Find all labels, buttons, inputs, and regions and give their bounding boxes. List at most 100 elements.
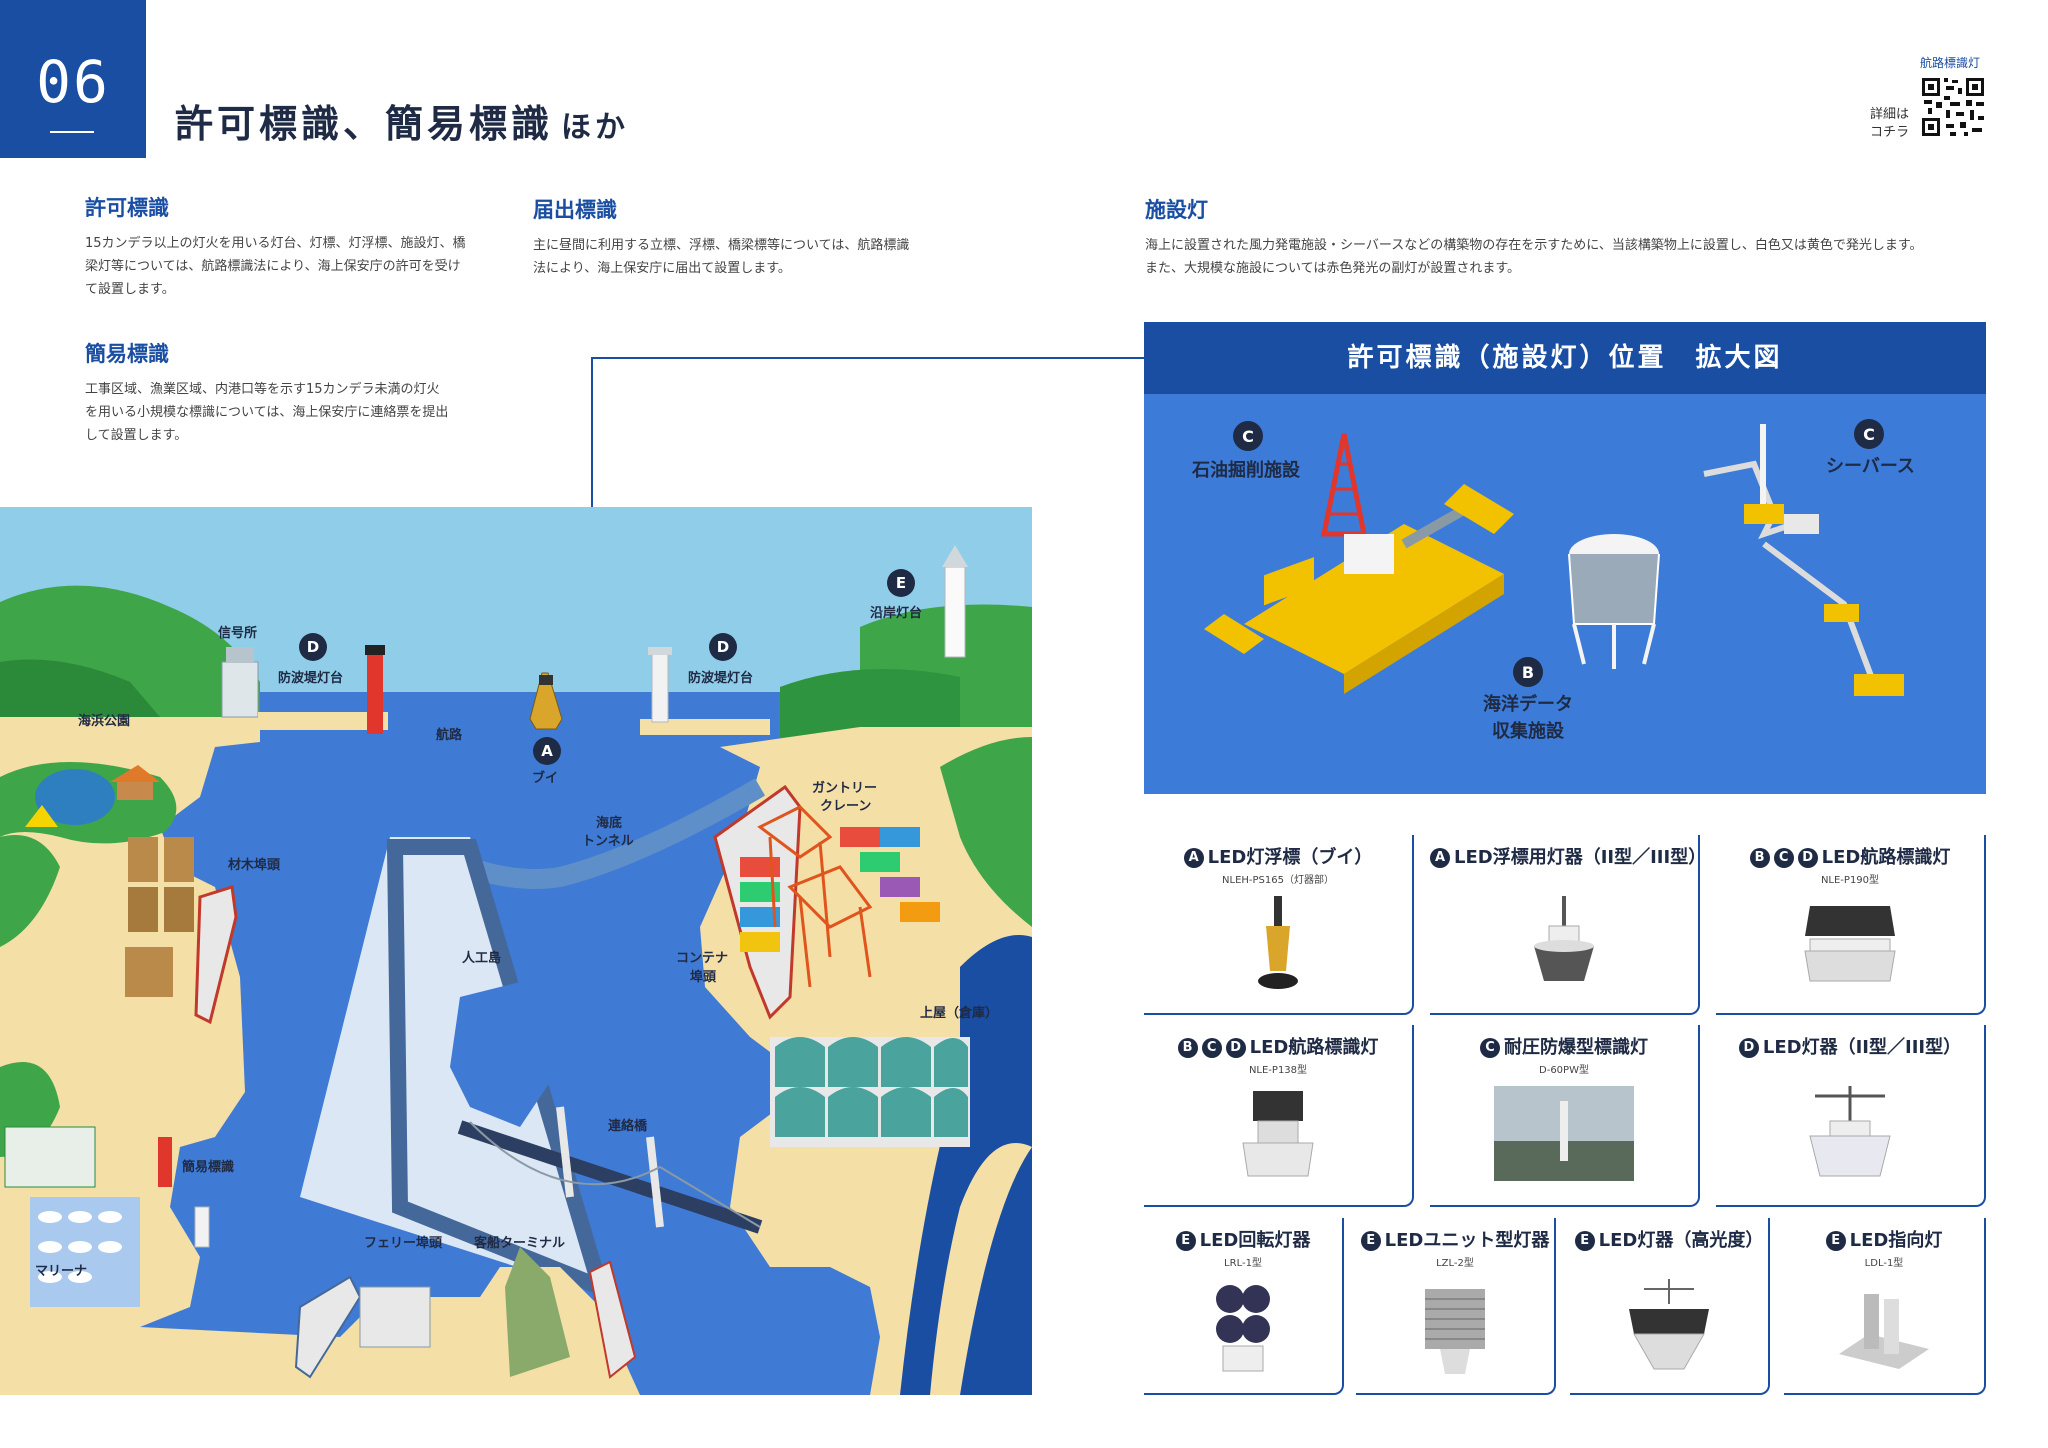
detail-illustration: C 石油掘削施設 C シーバース B 海洋データ 収集施設 (1191, 419, 1915, 742)
section-kyoka-line: 梁灯等については、航路標識法により、海上保安庁の許可を受け (85, 259, 461, 274)
svg-text:C: C (1863, 425, 1875, 444)
label-gantry-1: ガントリー (812, 781, 877, 796)
label-kyakusen: 客船ターミナル (474, 1235, 565, 1251)
section-shisetsu: 施設灯 海上に設置された風力発電施設・シーバースなどの構築物の存在を示すために、… (1145, 194, 2005, 280)
product-name: LED航路標識灯 (1821, 847, 1951, 868)
label-container-1: コンテナ (676, 951, 728, 966)
label-renraku: 連絡橋 (608, 1118, 648, 1134)
section-shisetsu-line: 海上に設置された風力発電施設・シーバースなどの構築物の存在を示すために、当該構築… (1145, 238, 1923, 253)
product-badge: C (1480, 1038, 1500, 1058)
svg-text:B: B (1522, 663, 1534, 682)
qr-caption: 詳細は コチラ (1870, 106, 1909, 142)
label-kani-hyoshiki: 簡易標識 (181, 1159, 234, 1175)
simple-sign-light (158, 1137, 172, 1187)
section-kani: 簡易標識 工事区域、漁業区域、内港口等を示す15カンデラ未満の灯火 を用いる小規… (85, 338, 485, 447)
buoy-marker (529, 672, 563, 730)
qr-code-icon[interactable] (1920, 76, 1986, 138)
page-title: 許可標識、簡易標識ほか (175, 93, 629, 148)
label-kaitei-1: 海底 (596, 815, 622, 831)
section-kani-line: して設置します。 (85, 428, 188, 443)
signal-station (221, 661, 259, 718)
label-ferry: フェリー埠頭 (364, 1235, 443, 1251)
lighthouse-red (367, 652, 383, 734)
svg-text:A: A (541, 742, 553, 760)
label-uwaya: 上屋（倉庫） (920, 1005, 998, 1021)
section-todokede-body: 主に昼間に利用する立標、浮標、橋梁標等については、航路標識 法により、海上保安庁… (533, 234, 953, 280)
chapter-number: 06 (36, 48, 110, 116)
section-todokede-line: 法により、海上保安庁に届出て設置します。 (533, 261, 791, 276)
section-kyoka-line: 15カンデラ以上の灯火を用いる灯台、灯標、灯浮標、施設灯、橋 (85, 236, 466, 251)
label-seaberth: シーバース (1826, 456, 1915, 477)
label-kaitei-2: トンネル (582, 834, 634, 849)
label-buoy: ブイ (532, 770, 558, 786)
product-model: LDL-1型 (1864, 1258, 1904, 1269)
label-jinkojima: 人工島 (462, 950, 501, 966)
badge-a: A (533, 737, 561, 765)
warehouses (770, 1037, 970, 1147)
section-kyoka-line: て設置します。 (85, 282, 175, 297)
product-badge: E (1360, 1231, 1381, 1251)
product-badge: E (1574, 1231, 1595, 1251)
label-shingosho: 信号所 (218, 625, 257, 641)
product-name: LED灯浮標（ブイ） (1207, 847, 1373, 868)
label-gantry-2: クレーン (820, 799, 871, 814)
qr-caption-line2: コチラ (1870, 125, 1910, 140)
section-shisetsu-body: 海上に設置された風力発電施設・シーバースなどの構築物の存在を示すために、当該構築… (1145, 234, 2005, 280)
svg-text:D: D (307, 638, 319, 656)
connecting-bridge (457, 1120, 763, 1234)
product-badge: D (1797, 848, 1818, 868)
breakwater-left (258, 712, 388, 730)
section-kani-heading: 簡易標識 (85, 342, 169, 366)
page-title-main: 許可標識、簡易標識 (175, 102, 554, 146)
product-badge: A (1430, 848, 1450, 868)
svg-text:D: D (717, 638, 729, 656)
badge-d-right: D (709, 633, 737, 661)
product-name: LEDユニット型灯器 (1384, 1230, 1550, 1251)
qr-label: 航路標識灯 (1920, 56, 1981, 70)
label-zaimoku: 材木埠頭 (228, 857, 281, 873)
product-model: NLE-P138型 (1248, 1065, 1308, 1076)
label-bohatei-right: 防波堤灯台 (688, 670, 753, 686)
marina (4, 1126, 140, 1307)
product-name: LED浮標用灯器（II型／III型） (1454, 847, 1707, 868)
ferry-terminal (359, 1286, 431, 1348)
ocean-data-facility (1568, 534, 1660, 669)
detail-enlarged-view: 許可標識（施設灯）位置 拡大図 (1144, 322, 1986, 794)
section-shisetsu-heading: 施設灯 (1145, 198, 1208, 222)
park-pond (35, 769, 115, 825)
qr-caption-line1: 詳細は (1870, 107, 1910, 122)
passenger-terminal (505, 1247, 570, 1377)
product-name: LED灯器（II型／III型） (1762, 1037, 1962, 1058)
product-badge: B (1177, 1038, 1198, 1058)
detail-heading: 許可標識（施設灯）位置 拡大図 (1144, 322, 1986, 394)
containers (740, 827, 940, 952)
svg-text:E: E (896, 574, 906, 592)
label-engan: 沿岸灯台 (870, 605, 922, 621)
product-model: NLEH-PS165（灯器部） (1222, 875, 1334, 886)
ship-lumber (194, 885, 238, 1025)
label-ocean-1: 海洋データ (1483, 693, 1573, 715)
lighthouse-white (651, 651, 669, 723)
product-model: LZL-2型 (1436, 1258, 1474, 1269)
product-model: D-60PW型 (1539, 1065, 1589, 1076)
product-name: 耐圧防爆型標識灯 (1504, 1037, 1648, 1058)
section-todokede-heading: 届出標識 (533, 198, 617, 222)
product-badge: D (1738, 1038, 1759, 1058)
gantry-crane (757, 805, 873, 988)
product-badge: A (1183, 848, 1204, 868)
product-model: LRL-1型 (1224, 1258, 1262, 1269)
badge-oil: C (1233, 421, 1263, 451)
lighthouse-coastal (944, 566, 966, 658)
badge-ocean: B (1513, 657, 1543, 687)
label-ocean-2: 収集施設 (1492, 720, 1565, 742)
breakwater-right (640, 719, 770, 735)
